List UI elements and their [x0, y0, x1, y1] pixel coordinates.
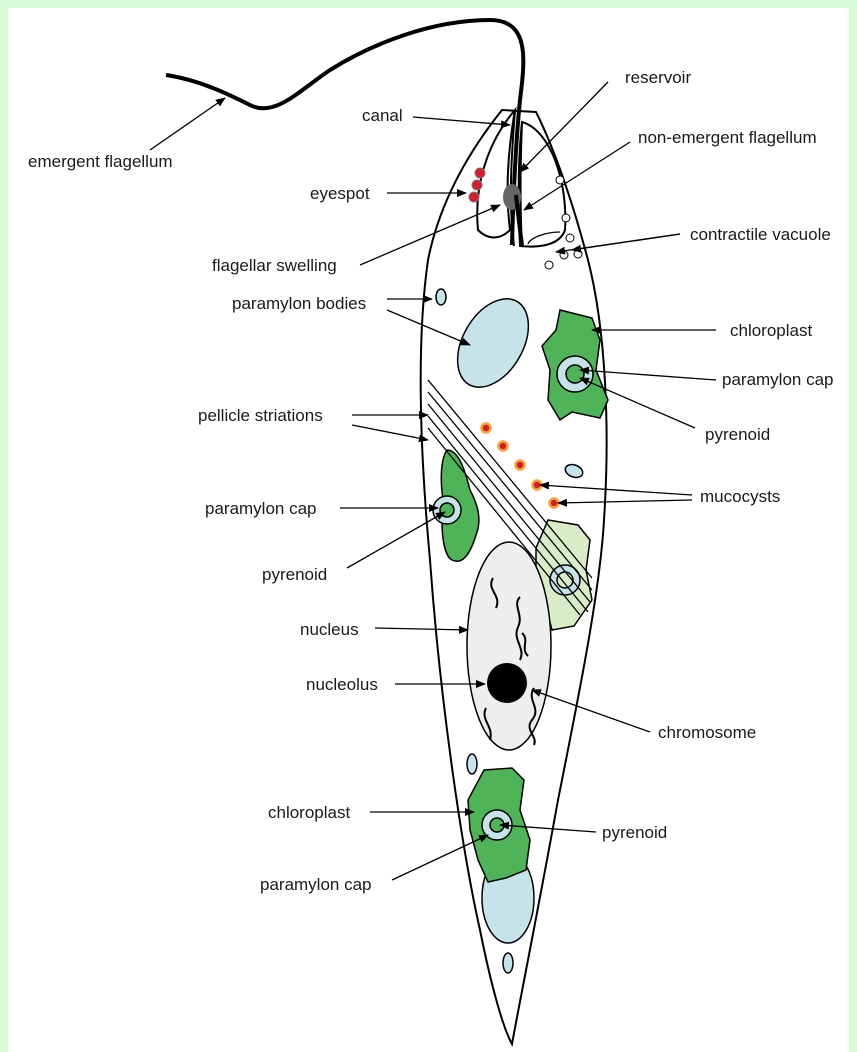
label-pellicle-striations: pellicle striations — [198, 406, 323, 425]
label-non-emergent-flagellum: non-emergent flagellum — [638, 128, 817, 147]
label-nucleolus: nucleolus — [306, 675, 378, 694]
label-pyrenoid-2: pyrenoid — [262, 565, 327, 584]
nucleus — [467, 542, 551, 750]
label-chromosome: chromosome — [658, 723, 756, 742]
label-contractile-vacuole: contractile vacuole — [690, 225, 831, 244]
label-chloroplast-1: chloroplast — [730, 321, 812, 340]
label-paramylon-bodies: paramylon bodies — [232, 294, 366, 313]
label-paramylon-cap-1: paramylon cap — [722, 370, 834, 389]
label-emergent-flagellum: emergent flagellum — [28, 152, 173, 171]
label-chloroplast-2: chloroplast — [268, 803, 350, 822]
label-pyrenoid-3: pyrenoid — [602, 823, 667, 842]
label-nucleus: nucleus — [300, 620, 359, 639]
label-mucocysts: mucocysts — [700, 487, 780, 506]
label-reservoir: reservoir — [625, 68, 691, 87]
label-canal: canal — [362, 106, 403, 125]
label-flagellar-swelling: flagellar swelling — [212, 256, 337, 275]
label-pyrenoid-1: pyrenoid — [705, 425, 770, 444]
label-paramylon-cap-2: paramylon cap — [205, 499, 317, 518]
label-eyespot: eyespot — [310, 184, 370, 203]
reservoir-right — [519, 122, 566, 247]
nucleolus — [487, 663, 527, 703]
label-paramylon-cap-3: paramylon cap — [260, 875, 372, 894]
